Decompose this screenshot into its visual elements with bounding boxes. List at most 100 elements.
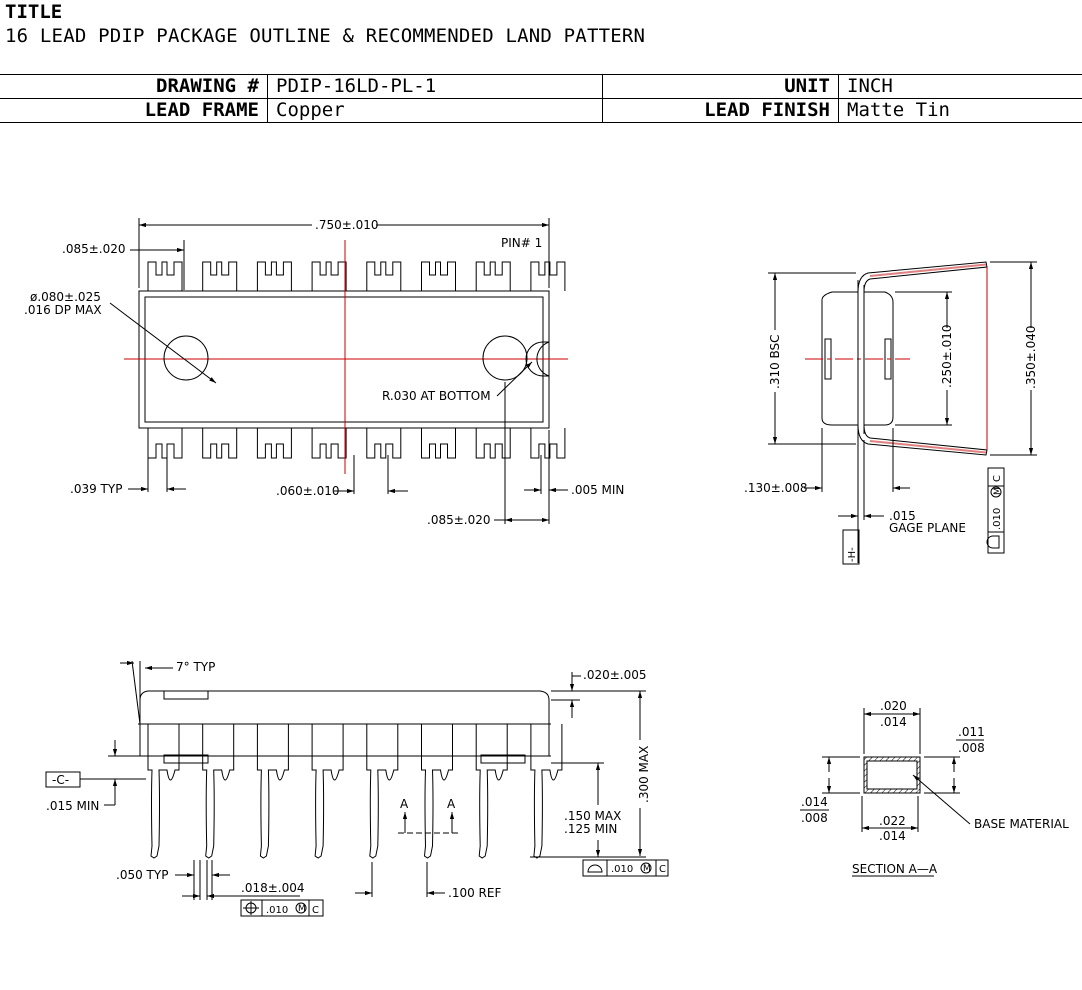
- gage-value: .015: [889, 509, 916, 523]
- mmc-icon: [990, 486, 1002, 498]
- drawing-title: 16 LEAD PDIP PACKAGE OUTLINE & RECOMMEND…: [5, 25, 646, 47]
- section-view: .020 .014 .011 .008 .014 .008 .022 .014 …: [800, 699, 1069, 877]
- position-fcf-mmc: M: [298, 904, 306, 914]
- section-caption: SECTION A—A: [852, 862, 938, 876]
- side-mold-mark-left: [163, 690, 209, 700]
- pitch-typ-dim: .050 TYP: [116, 868, 168, 882]
- pin1-notch: [525, 341, 550, 377]
- pin-offset-dim: .085±.020: [62, 242, 126, 256]
- length-dim: .750±.010: [315, 218, 379, 232]
- side-lead: [147, 724, 180, 859]
- lead-upper: [475, 261, 511, 291]
- end-lead-lower: [857, 424, 988, 456]
- lead-lower: [311, 428, 347, 459]
- lead-upper: [256, 261, 292, 291]
- end-fcf-value: .010: [992, 508, 1003, 530]
- section-bot-w1: .022: [879, 814, 906, 828]
- lead-len-min: .125 MIN: [564, 822, 617, 836]
- lead-upper: [147, 261, 183, 291]
- lead-upper: [366, 261, 402, 291]
- gage-label: GAGE PLANE: [889, 521, 966, 535]
- section-a-left: A: [400, 797, 409, 811]
- drawing-number-value: PDIP-16LD-PL-1: [267, 74, 603, 99]
- side-leads: [147, 724, 563, 859]
- profile-symbol-icon: [986, 535, 1000, 549]
- unit-value: INCH: [838, 74, 1082, 99]
- position-mmc-icon: [295, 902, 307, 914]
- side-mold-mark-left-low: [163, 754, 209, 764]
- side-lead: [475, 724, 508, 859]
- lead-lower: [256, 428, 292, 459]
- side-lead: [421, 724, 453, 859]
- bsc-dim: .310 BSC: [768, 334, 782, 389]
- lead-span-dim: .350±.040: [1024, 326, 1038, 390]
- lead-finish-label: LEAD FINISH: [602, 98, 839, 123]
- end-lead-upper: [857, 261, 988, 293]
- side-view: 7° TYP .020±.005 .300 MAX .150 MAX .125 …: [45, 660, 669, 917]
- pin1-label: PIN# 1: [501, 236, 542, 250]
- section-top-w1: .020: [880, 699, 907, 713]
- title-label: TITLE: [5, 1, 63, 23]
- pitch-ref-dim: .100 REF: [448, 886, 501, 900]
- lead-len-max: .150 MAX: [564, 809, 621, 823]
- hole-depth-dim: .016 DP MAX: [24, 303, 102, 317]
- side-lead: [366, 724, 399, 859]
- section-left-t1: .014: [801, 795, 828, 809]
- lead-dia-dim: .018±.004: [241, 881, 305, 895]
- profile-fcf-mmc: M: [643, 864, 651, 874]
- radius-note: R.030 AT BOTTOM: [382, 389, 491, 403]
- drawing-info-table: DRAWING # PDIP-16LD-PL-1 UNIT INCH LEAD …: [0, 74, 1082, 123]
- side-lead: [530, 724, 563, 859]
- position-fcf: [240, 899, 324, 917]
- lead-lower: [530, 428, 566, 459]
- info-row-drawing: DRAWING # PDIP-16LD-PL-1 UNIT INCH: [0, 74, 1082, 99]
- profile-fcf-datum: C: [659, 864, 666, 875]
- section-left-t2: .008: [801, 811, 828, 825]
- position-fcf-datum: C: [312, 905, 319, 916]
- profile-fcf: [582, 859, 669, 877]
- lead-lower: [475, 428, 511, 459]
- base-material-label: BASE MATERIAL: [974, 817, 1069, 831]
- profile-fcf-icon: [587, 864, 603, 873]
- lead-lower: [366, 428, 402, 459]
- lead-upper: [421, 261, 456, 291]
- side-lead: [256, 724, 289, 859]
- lead-frame-label: LEAD FRAME: [0, 98, 268, 123]
- seat-min-dim: .015 MIN: [46, 799, 99, 813]
- body-width-dim: .250±.010: [940, 325, 954, 389]
- end-fcf-mmc: M: [993, 487, 1003, 495]
- pitch-dim: .060±.010: [276, 484, 340, 498]
- ejector-hole: [163, 335, 209, 381]
- lead-upper: [530, 261, 566, 291]
- end-offset-dim: .085±.020: [427, 513, 491, 527]
- section-right-t2: .008: [958, 741, 985, 755]
- height-dim: .300 MAX: [637, 746, 651, 803]
- profile-mmc-icon: [640, 862, 652, 874]
- section-bot-w2: .014: [879, 829, 906, 843]
- hole-dia-dim: ø.080±.025: [30, 290, 101, 304]
- lead-frame-value: Copper: [267, 98, 603, 123]
- end-body-left: [821, 291, 859, 426]
- lead-upper: [311, 261, 347, 291]
- datum-c: -C-: [52, 773, 69, 787]
- lead-finish-value: Matte Tin: [838, 98, 1082, 123]
- section-inner: [866, 760, 918, 790]
- angle-dim: 7° TYP: [176, 660, 215, 674]
- lead-upper: [202, 261, 238, 291]
- end-fcf-datum: C: [992, 475, 1003, 482]
- end-fcf: [987, 467, 1005, 554]
- end-view: .310 BSC .250±.010 .350±.040 .130±.008 .…: [744, 261, 1038, 565]
- lead-lower: [147, 428, 183, 459]
- datum-h-box: [842, 529, 860, 565]
- pin1-dimple: [482, 335, 528, 381]
- top-view: .750±.010 PIN# 1 .085±.020 ø.080±.025 .0…: [24, 218, 624, 527]
- position-fcf-value: .010: [266, 905, 288, 916]
- section-right-t1: .011: [958, 725, 985, 739]
- lead-lower: [202, 428, 238, 459]
- profile-fcf-value: .010: [611, 864, 633, 875]
- side-lead: [202, 724, 235, 859]
- section-a-right: A: [447, 797, 456, 811]
- datum-h: -H-: [847, 547, 858, 562]
- side-lead: [311, 724, 344, 859]
